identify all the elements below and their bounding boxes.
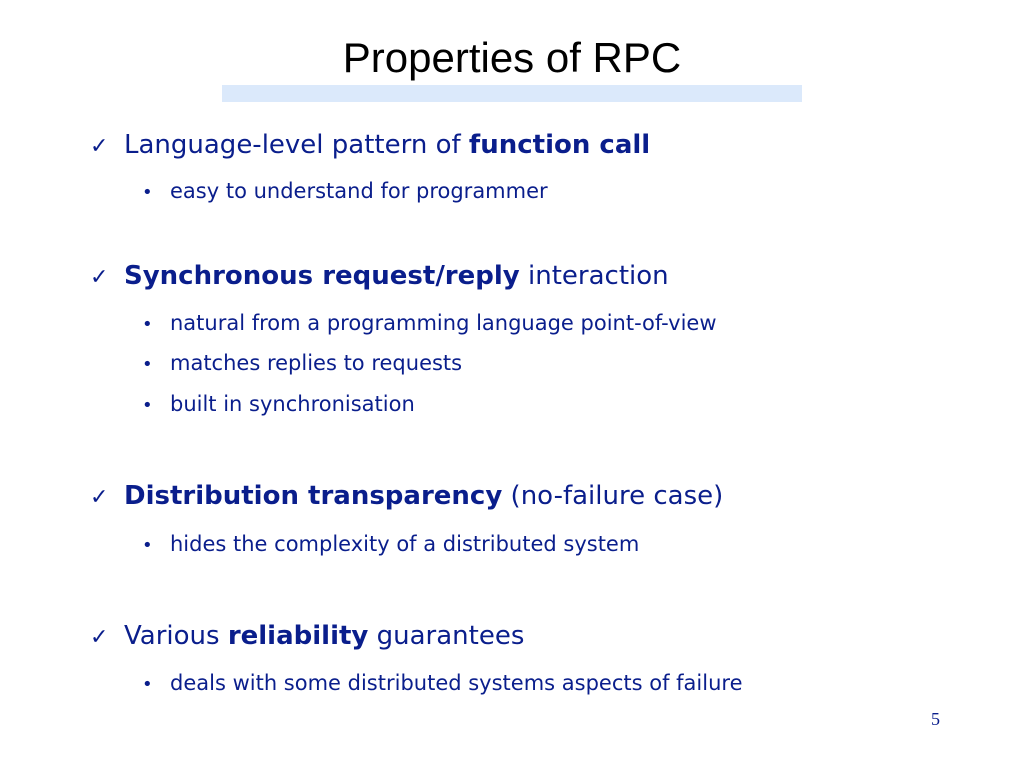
sub-bullet: • built in synchronisation [142,392,415,416]
sub-bullet-text: built in synchronisation [170,392,415,416]
sub-bullet-text: natural from a programming language poin… [170,311,717,335]
sub-bullet: • matches replies to requests [142,351,462,375]
bullet-icon: • [142,395,153,416]
point-bold-text: Synchronous request/reply [124,261,520,291]
sub-bullet-text: deals with some distributed systems aspe… [170,671,743,695]
sub-bullet: • natural from a programming language poi… [142,311,717,335]
point-pre-text: Language-level pattern of [124,130,469,160]
point-function-call: ✓ Language-level pattern of function call [90,130,650,160]
slide-title: Properties of RPC [342,34,682,81]
bullet-icon: • [142,674,153,695]
point-post-text: interaction [519,261,669,291]
point-distribution-transparency: ✓ Distribution transparency (no-failure c… [90,481,723,511]
point-reliability: ✓ Various reliability guarantees [90,621,524,651]
sub-bullet: • easy to understand for programmer [142,179,548,203]
sub-bullet: • hides the complexity of a distributed s… [142,532,639,556]
bullet-icon: • [142,354,153,375]
slide-number: 5 [931,709,940,729]
sub-bullet-text: hides the complexity of a distributed sy… [170,532,640,556]
point-bold-text: function call [468,130,651,160]
checkmark-icon: ✓ [90,625,109,650]
bullet-icon: • [142,314,153,335]
checkmark-icon: ✓ [90,265,109,290]
bullet-icon: • [142,182,153,203]
point-post-text: (no-failure case) [502,481,724,511]
point-pre-text: Various [124,621,228,651]
title-underline-bar [222,85,802,102]
checkmark-icon: ✓ [90,485,109,510]
checkmark-icon: ✓ [90,134,109,159]
sub-bullet: • deals with some distributed systems asp… [142,671,743,695]
point-post-text: guarantees [368,621,525,651]
sub-bullet-text: matches replies to requests [170,351,463,375]
sub-bullet-text: easy to understand for programmer [170,179,548,203]
point-bold-text: reliability [227,621,369,651]
point-bold-text: Distribution transparency [124,481,503,511]
point-synchronous: ✓ Synchronous request/reply interaction [90,261,669,291]
bullet-icon: • [142,535,153,556]
